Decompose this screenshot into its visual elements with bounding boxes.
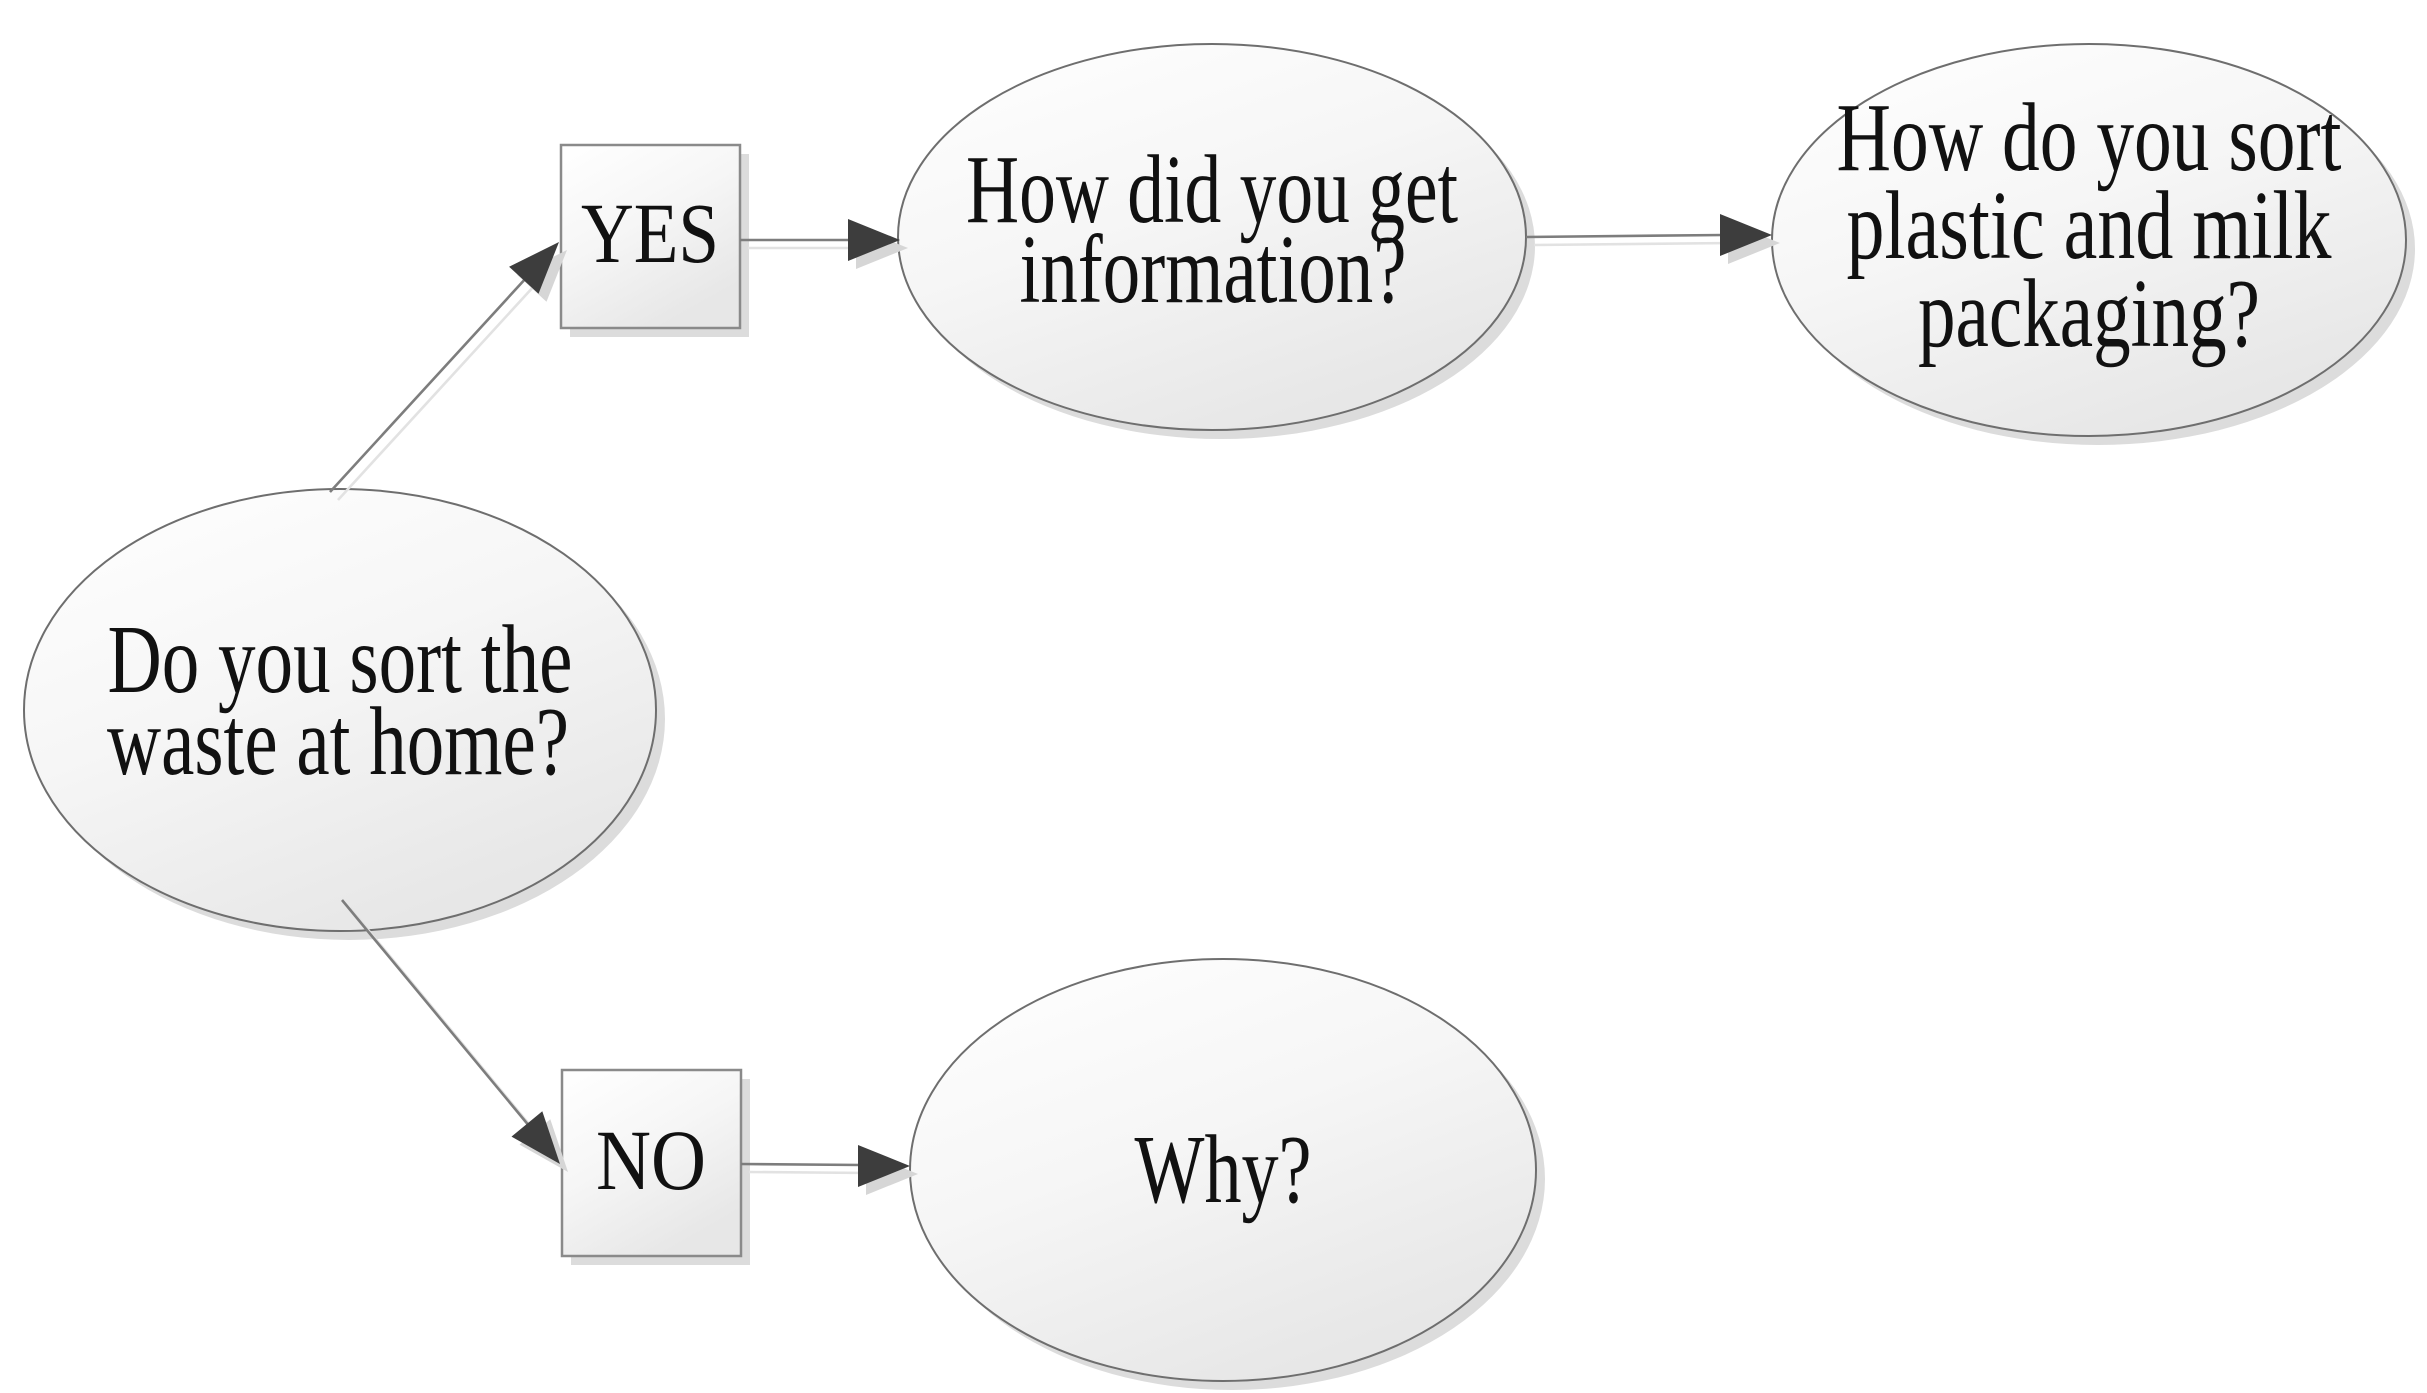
edge-start-yes-arrowhead (509, 242, 559, 294)
start-label-line2: waste at home? (107, 688, 569, 796)
info-label-line2: information? (1020, 216, 1407, 324)
why-ellipse (909, 958, 1537, 1382)
yes-box (559, 143, 742, 330)
edge-start-yes (329, 242, 567, 501)
edge-start-yes-line (329, 276, 528, 493)
why-label-line1: Why? (1135, 1116, 1312, 1224)
no-box (560, 1068, 743, 1258)
edge-no-why (740, 1145, 918, 1195)
edge-start-no-line (340, 899, 532, 1128)
edge-start-no (340, 899, 568, 1172)
sort-label-line3: packaging? (1918, 260, 2260, 368)
edge-no-why-arrowhead (858, 1145, 910, 1187)
yes-box-label: YES (581, 185, 719, 281)
start-label-line1: Do you sort the (108, 606, 573, 714)
sort-label-line1: How do you sort (1837, 84, 2342, 192)
no-box-label: NO (596, 1112, 706, 1208)
edge-yes-info (740, 219, 908, 269)
edge-yes-info-arrowhead (848, 219, 900, 261)
sort-label-line2: plastic and milk (1847, 172, 2332, 280)
edge-start-no-arrowhead (511, 1111, 560, 1164)
info-label-line1: How did you get (966, 136, 1458, 244)
edge-no-why-line (740, 1162, 863, 1167)
start-ellipse (23, 488, 657, 932)
edge-info-sort-line (1525, 233, 1725, 239)
edge-info-sort (1525, 214, 1780, 264)
edge-info-sort-arrowhead (1720, 214, 1772, 256)
